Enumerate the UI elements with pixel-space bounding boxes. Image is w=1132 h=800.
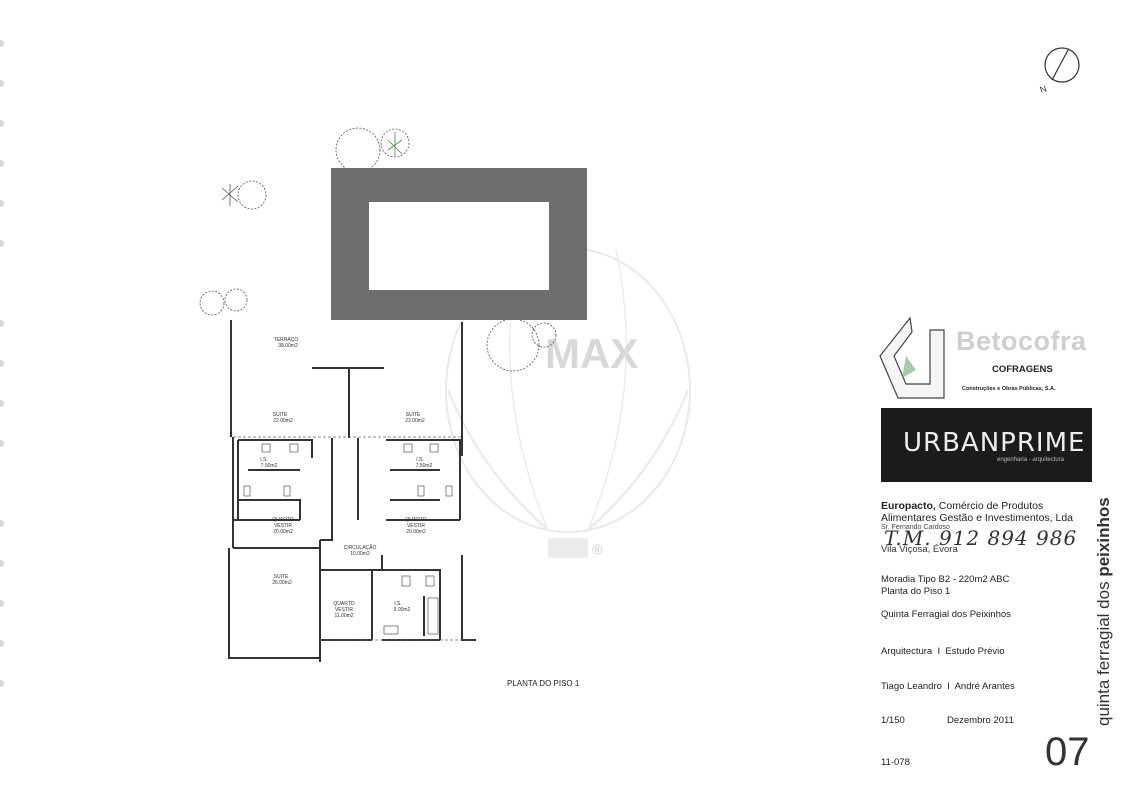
floor-plan-title: PLANTA DO PISO 1 bbox=[507, 679, 580, 688]
room-label-is-lower: I.S. bbox=[394, 601, 402, 607]
binding-crescent-right bbox=[703, 38, 716, 57]
room-label-closet-left: QUARTO bbox=[272, 517, 293, 523]
binding-crescent-left bbox=[399, 38, 412, 57]
client-name-rest: Comércio de Produtos bbox=[938, 500, 1044, 512]
handwritten-phone: T.M. 912 894 986 bbox=[884, 526, 1078, 550]
room-area-terrace: 38.00m2 bbox=[278, 343, 298, 349]
watermark-text: MAX bbox=[545, 330, 638, 377]
binder-hole bbox=[0, 360, 4, 367]
floor-name: Planta do Piso 1 bbox=[881, 586, 951, 597]
client-name-line2: Alimentares Gestão e Investimentos, Lda bbox=[881, 512, 1074, 524]
room-label-circulation: CIRCULAÇÃO bbox=[344, 544, 377, 551]
room-label-suite-right: SUITE bbox=[406, 412, 421, 418]
binder-hole bbox=[0, 400, 4, 407]
project-name: Quinta Ferragial dos Peixinhos bbox=[881, 609, 1011, 620]
room-label-is-right: I.S. bbox=[416, 457, 424, 463]
project-code: 11-078 bbox=[881, 757, 910, 768]
room-label2-closet-left: VESTIR bbox=[274, 523, 292, 529]
authors: Tiago Leandro I André Arantes bbox=[881, 681, 1015, 692]
binder-hole bbox=[0, 600, 4, 607]
discipline: Arquitectura I Estudo Prévio bbox=[881, 646, 1005, 657]
room-label-suite-left: SUITE bbox=[273, 412, 288, 418]
betocofra-subtitle: COFRAGENS bbox=[992, 364, 1053, 375]
binder-hole bbox=[0, 440, 4, 447]
room-label-is-left: I.S. bbox=[260, 457, 268, 463]
room-area-is-right: 7.50m2 bbox=[416, 463, 433, 469]
room-label-suite-lower: SUITE bbox=[274, 574, 289, 580]
room-area-closet-right: 20.00m2 bbox=[406, 529, 426, 535]
sanitary-fixtures bbox=[243, 443, 453, 635]
client-name-bold: Europacto, bbox=[881, 500, 939, 512]
binder-hole bbox=[0, 520, 4, 527]
room-area-suite-right: 22.00m2 bbox=[405, 418, 425, 424]
room-area-closet-lower: 11.00m2 bbox=[334, 613, 353, 619]
house-type: Moradia Tipo B2 - 220m2 ABC bbox=[881, 574, 1010, 585]
room-label2-closet-right: VESTIR bbox=[407, 523, 425, 529]
binder-hole bbox=[0, 320, 4, 327]
binder-hole bbox=[0, 80, 4, 87]
urbanprime-company-name: URBANPRIME bbox=[903, 428, 1086, 458]
binder-hole bbox=[0, 40, 4, 47]
binder-hole bbox=[0, 640, 4, 647]
urbanprime-tagline: engenharia - arquitectura bbox=[997, 457, 1065, 463]
watermark-registered-symbol: ® bbox=[592, 541, 603, 557]
tree-icon bbox=[199, 127, 557, 372]
binder-hole bbox=[0, 680, 4, 687]
client-contact: Sr. Fernando Cardoso bbox=[881, 524, 950, 531]
binder-hole bbox=[0, 120, 4, 127]
room-label-terrace: TERRAÇO bbox=[274, 337, 299, 343]
binder-hole bbox=[0, 560, 4, 567]
betocofra-company-name: Betocofra bbox=[956, 326, 1087, 356]
room-area-circulation: 10.00m2 bbox=[350, 551, 370, 557]
betocofra-tagline: Construções e Obras Públicas, S.A. bbox=[962, 386, 1056, 392]
drawing-scale: 1/150 bbox=[881, 715, 905, 726]
vertical-title-bold: peixinhos bbox=[1094, 497, 1113, 577]
binder-hole bbox=[0, 240, 4, 247]
north-arrow-icon bbox=[1044, 47, 1080, 83]
room-area-closet-left: 20.00m2 bbox=[273, 529, 293, 535]
betocofra-logo-icon bbox=[879, 316, 945, 399]
pool-water bbox=[369, 202, 549, 290]
vertical-project-title: quinta ferragial dos peixinhos bbox=[1094, 497, 1114, 726]
urbanprime-logo: URBANPRIME engenharia - arquitectura bbox=[881, 408, 1092, 482]
vertical-title-light: quinta ferragial dos bbox=[1094, 576, 1113, 726]
room-area-is-lower: 9.00m2 bbox=[394, 607, 411, 613]
binder-hole bbox=[0, 160, 4, 167]
drawing-date: Dezembro 2011 bbox=[947, 715, 1014, 726]
room-label-closet-right: QUARTO bbox=[405, 517, 426, 523]
client-location: Vila Viçosa, Évora bbox=[881, 544, 958, 555]
north-label: N bbox=[1039, 83, 1049, 95]
sheet-number: 07 bbox=[1045, 730, 1090, 774]
room-area-suite-left: 22.00m2 bbox=[273, 418, 293, 424]
room-area-suite-lower: 26.00m2 bbox=[272, 580, 292, 586]
floor-plan-dashed bbox=[233, 436, 472, 641]
room-area-is-left: 7.50m2 bbox=[261, 463, 278, 469]
room-label2-closet-lower: VESTIR bbox=[335, 607, 353, 613]
room-label-closet-lower: QUARTO bbox=[333, 601, 354, 607]
client-name: Europacto, Comércio de Produtos bbox=[881, 500, 1081, 512]
binder-hole bbox=[0, 200, 4, 207]
